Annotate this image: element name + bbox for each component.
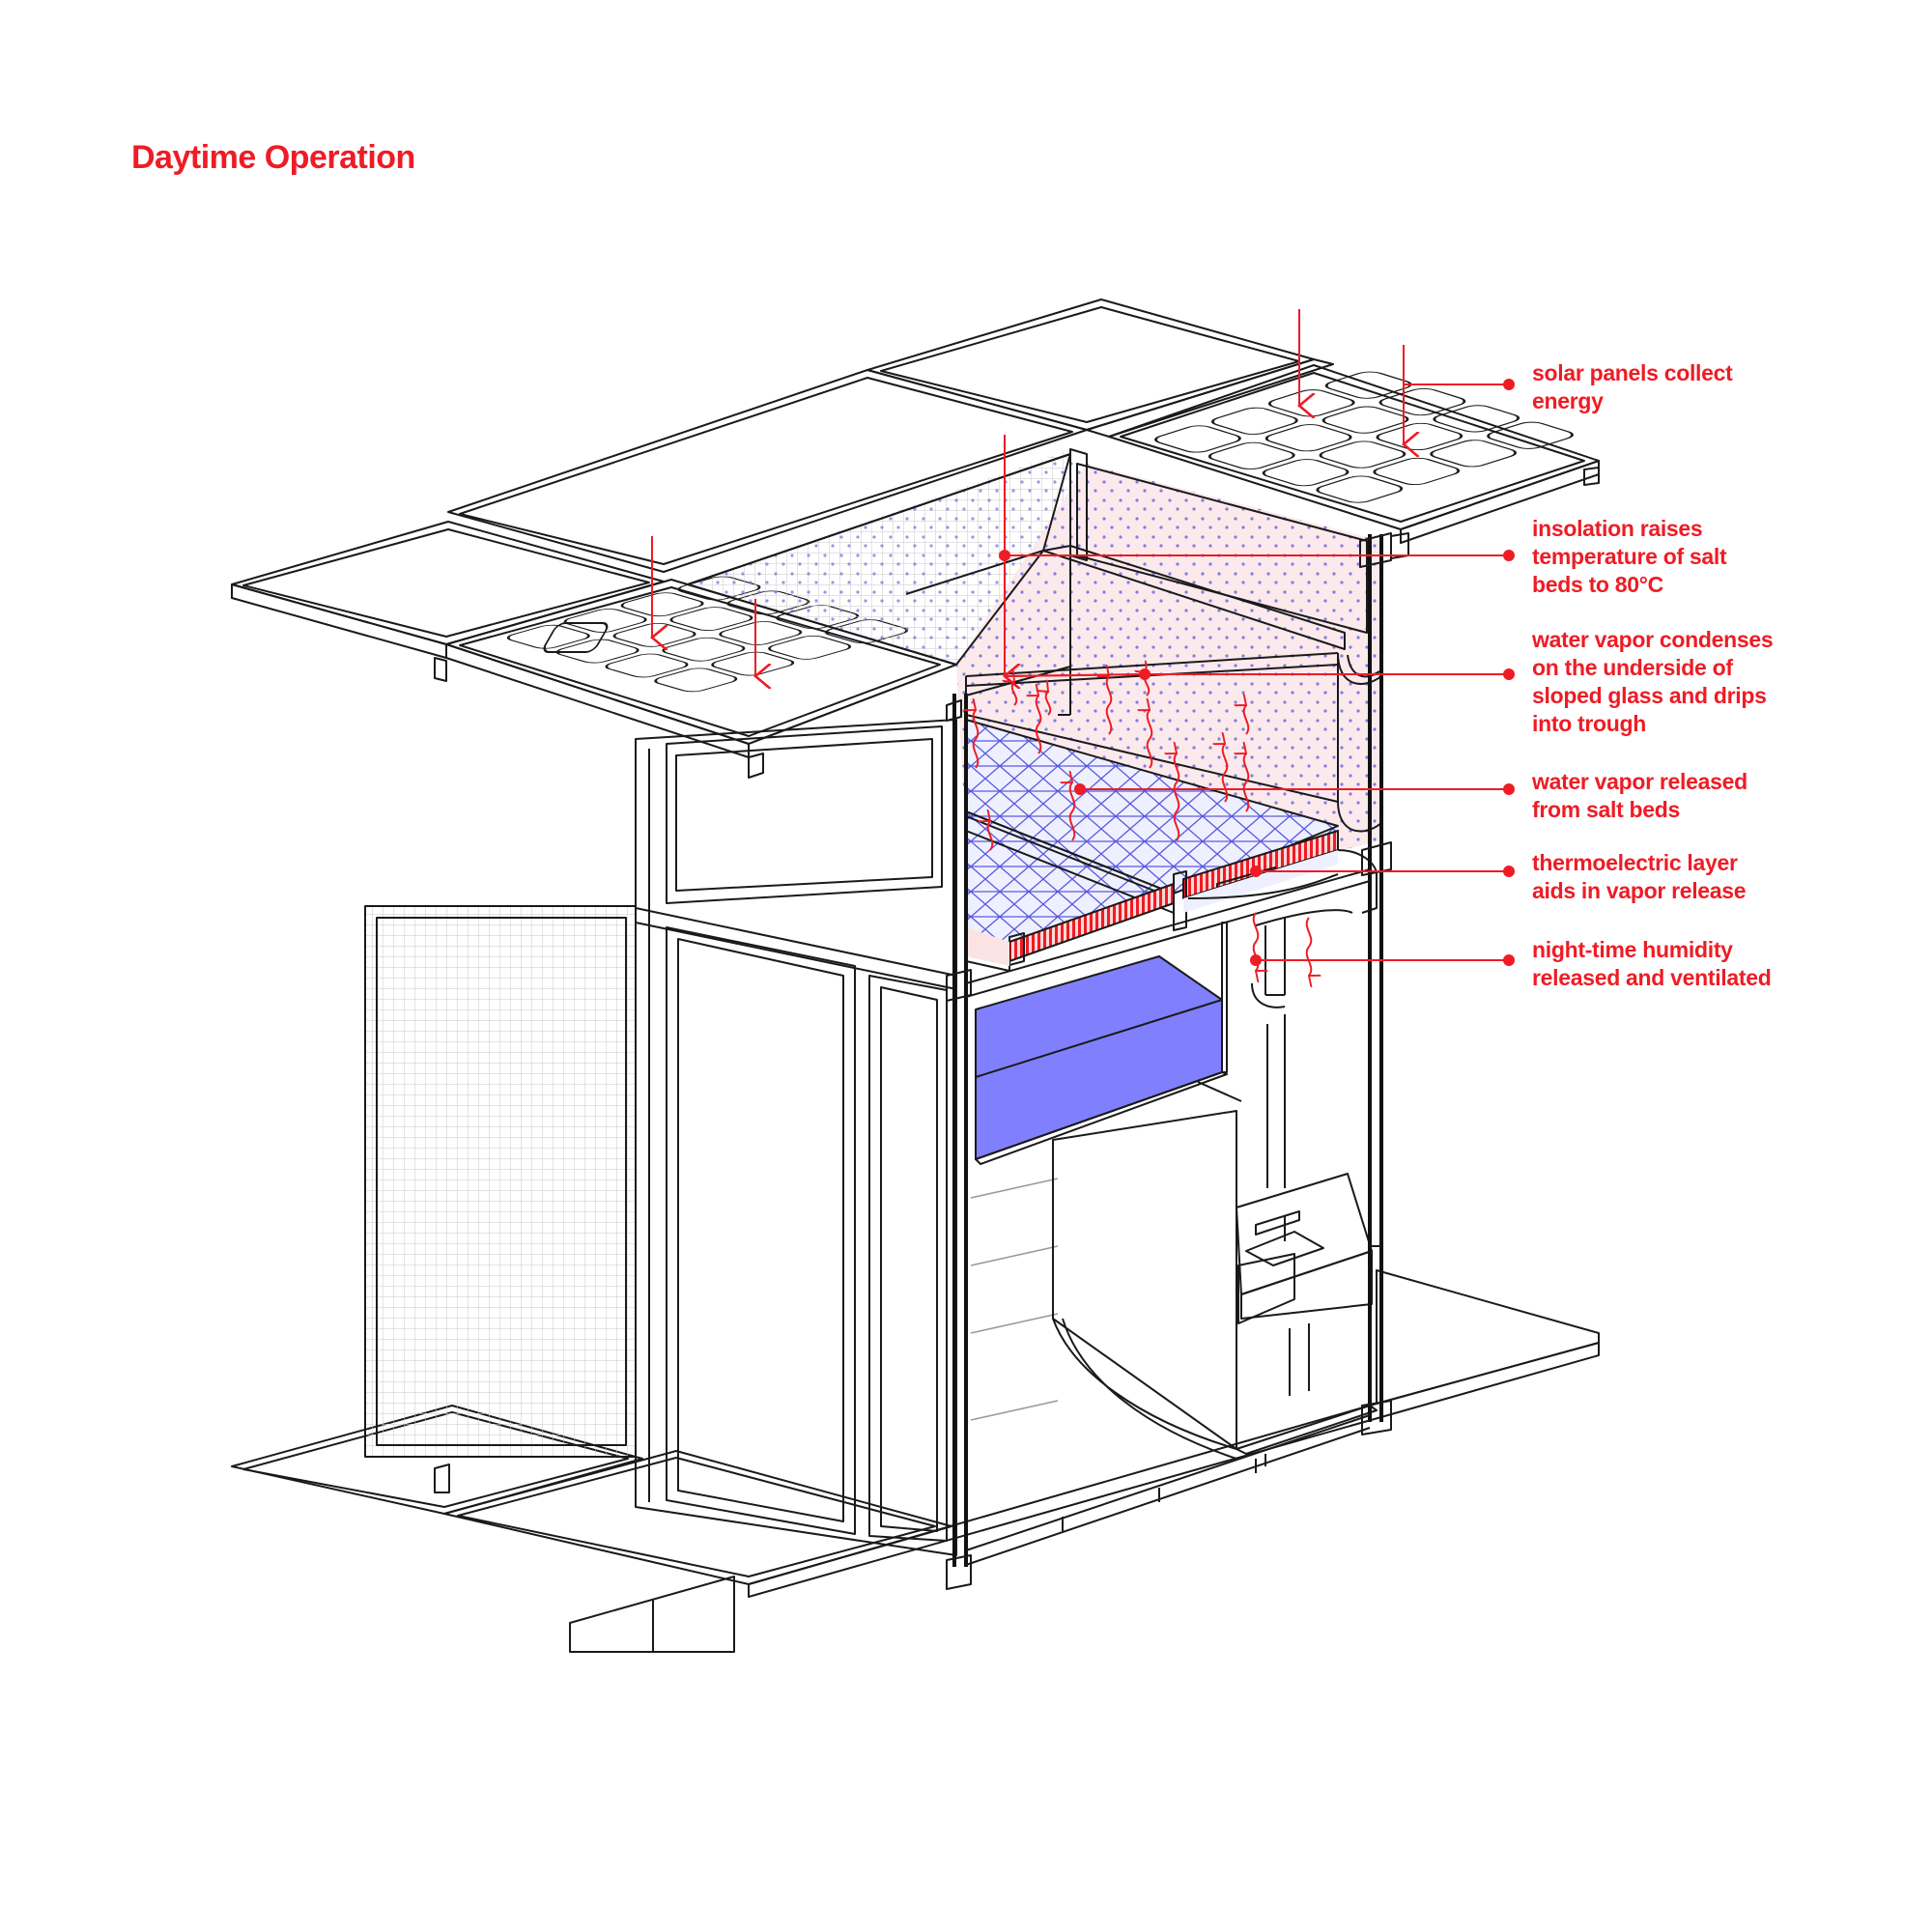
lower-interior	[970, 1110, 1378, 1460]
diagram-title: Daytime Operation	[131, 139, 415, 176]
leader-lines	[999, 379, 1515, 966]
left-wall-frame	[635, 719, 957, 1556]
main-frame	[946, 532, 1392, 1590]
mesh-screen-panel	[364, 905, 637, 1458]
ventilation-duct	[1187, 849, 1378, 1188]
vapor-arrows	[974, 672, 1312, 976]
salt-beds	[965, 719, 1339, 972]
roof-panels	[231, 298, 1334, 682]
